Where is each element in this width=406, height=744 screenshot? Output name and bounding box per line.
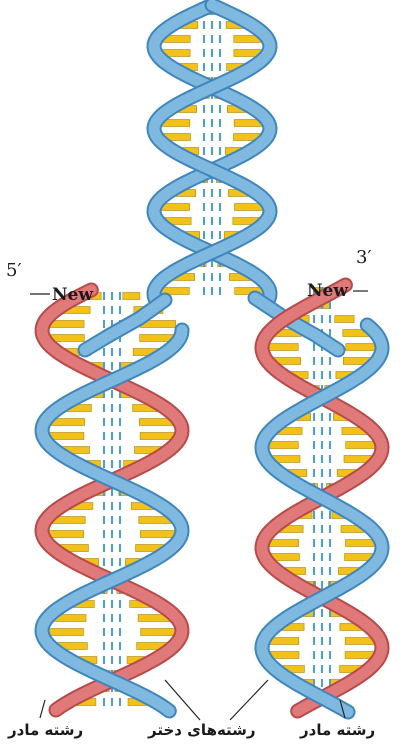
right-daughter-helix-base-left xyxy=(267,442,298,449)
right-daughter-helix-base-left xyxy=(268,540,299,547)
left-daughter-helix-base-right xyxy=(140,531,176,538)
daughter-strands-label: رشته‌های دختر xyxy=(147,721,256,739)
new-strand-label-left: New xyxy=(52,285,93,305)
daughter-pointer-right xyxy=(230,680,268,720)
right-daughter-helix-base-right xyxy=(346,442,377,449)
right-daughter-helix-base-right xyxy=(335,316,354,323)
left-daughter-helix-base-left xyxy=(47,531,83,538)
left-daughter-helix-base-right xyxy=(123,293,140,300)
right-daughter-helix-base-left xyxy=(267,344,298,351)
left-daughter-helix-base-right xyxy=(141,629,177,636)
parent-strand-label-left: رشته مادر xyxy=(7,721,83,739)
right-daughter-helix-base-right xyxy=(346,344,377,351)
parent-left-pointer xyxy=(40,700,45,718)
three-prime-label: 3′ xyxy=(356,247,372,268)
left-daughter-helix-base-right xyxy=(140,433,176,440)
parent-strand-label-right: رشته مادر xyxy=(299,721,375,739)
left-daughter-helix-base-left xyxy=(47,629,83,636)
left-daughter-helix-base-left xyxy=(48,433,84,440)
right-daughter-helix-base-right xyxy=(346,540,377,547)
new-strand-label-right: New xyxy=(307,281,348,301)
five-prime-label: 5′ xyxy=(6,260,22,281)
